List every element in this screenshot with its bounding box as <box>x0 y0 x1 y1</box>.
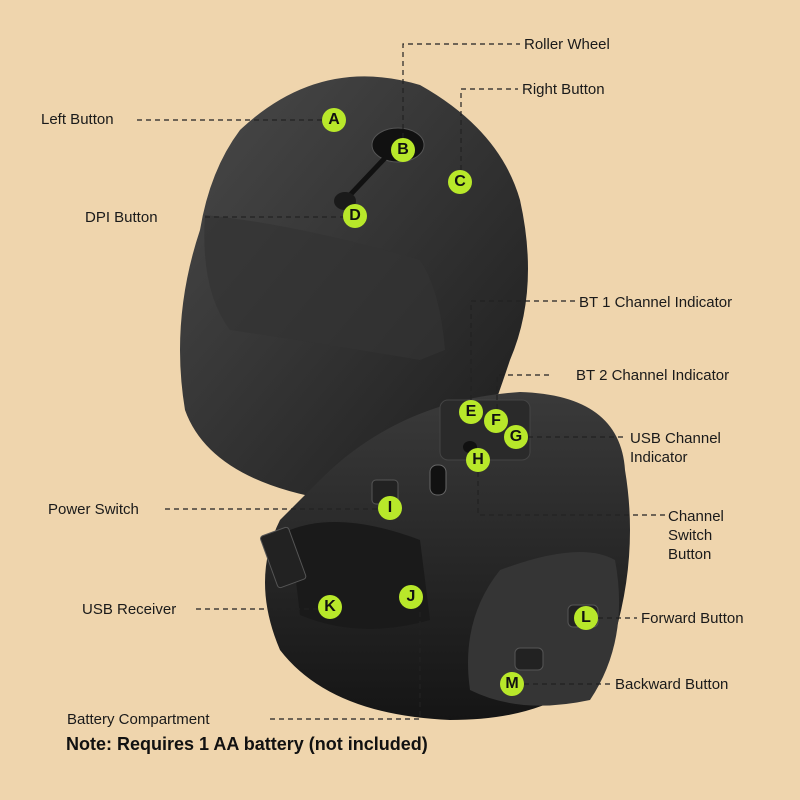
label-usb-receiver: USB Receiver <box>82 601 177 618</box>
badge-b: B <box>391 138 415 162</box>
battery-compartment <box>290 522 430 629</box>
badge-f: F <box>484 409 508 433</box>
label-roller-wheel: Roller Wheel <box>524 36 610 53</box>
battery-note: Note: Requires 1 AA battery (not include… <box>66 734 428 754</box>
badge-l: L <box>574 606 598 630</box>
label-backward-button: Backward Button <box>615 676 729 693</box>
badge-m: M <box>500 672 524 696</box>
label-channel-switch-2: Switch <box>668 527 713 544</box>
label-right-button: Right Button <box>522 81 605 98</box>
label-channel-switch-1: Channel <box>668 508 724 525</box>
badge-e: E <box>459 400 483 424</box>
badge-i: I <box>378 496 402 520</box>
label-channel-switch-3: Button <box>668 546 712 563</box>
label-battery-compartment: Battery Compartment <box>67 711 210 728</box>
label-usb-indicator-2: Indicator <box>630 449 688 466</box>
label-dpi-button: DPI Button <box>85 209 158 226</box>
badge-d: D <box>343 204 367 228</box>
leader-lines <box>137 43 665 720</box>
label-bt1-indicator: BT 1 Channel Indicator <box>579 294 733 311</box>
badge-c: C <box>448 170 472 194</box>
label-usb-indicator-1: USB Channel <box>630 430 721 447</box>
badge-h: H <box>466 448 490 472</box>
label-bt2-indicator: BT 2 Channel Indicator <box>576 367 730 384</box>
badge-a: A <box>322 108 346 132</box>
label-power-switch: Power Switch <box>48 501 139 518</box>
badge-g: G <box>504 425 528 449</box>
badge-j: J <box>399 585 423 609</box>
usb-receiver <box>260 526 307 589</box>
badge-k: K <box>318 595 342 619</box>
label-forward-button: Forward Button <box>641 610 744 627</box>
label-left-button: Left Button <box>41 111 114 128</box>
